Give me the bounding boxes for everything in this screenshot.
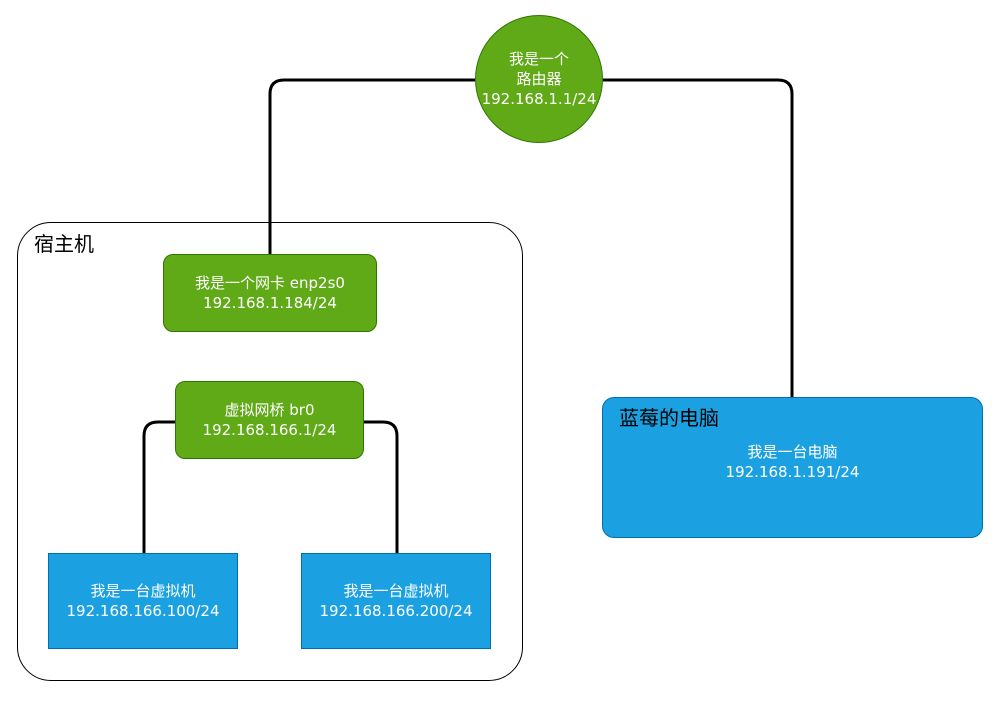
bridge-label: 虚拟网桥 br0 — [224, 401, 315, 419]
wire-router-to-pc — [603, 78, 794, 397]
vm-node-2[interactable]: 我是一台虚拟机 192.168.166.200/24 — [301, 553, 491, 649]
router-node[interactable]: 我是一个 路由器 192.168.1.1/24 — [475, 15, 603, 143]
pc-title: 蓝莓的电脑 — [619, 406, 719, 430]
router-ip: 192.168.1.1/24 — [481, 90, 597, 108]
vm2-ip: 192.168.166.200/24 — [319, 602, 473, 620]
router-label-line1: 我是一个 — [508, 50, 569, 68]
wire-bridge-to-vm1 — [142, 420, 175, 553]
host-machine-container — [17, 222, 523, 681]
vm2-label: 我是一台虚拟机 — [343, 582, 449, 600]
vm-node-1[interactable]: 我是一台虚拟机 192.168.166.100/24 — [48, 553, 238, 649]
nic-enp2s0-node[interactable]: 我是一个网卡 enp2s0 192.168.1.184/24 — [163, 254, 377, 332]
bridge-ip: 192.168.166.1/24 — [202, 421, 337, 439]
pc-node[interactable]: 我是一台电脑 192.168.1.191/24 — [602, 397, 983, 538]
pc-label: 我是一台电脑 — [747, 443, 838, 461]
router-label-line2: 路由器 — [516, 70, 562, 88]
nic-label: 我是一个网卡 enp2s0 — [195, 274, 345, 292]
bridge-br0-node[interactable]: 虚拟网桥 br0 192.168.166.1/24 — [175, 381, 364, 459]
vm1-ip: 192.168.166.100/24 — [66, 602, 220, 620]
wire-router-to-nic — [268, 78, 475, 254]
pc-ip: 192.168.1.191/24 — [725, 463, 860, 481]
nic-ip: 192.168.1.184/24 — [203, 294, 337, 312]
host-machine-title: 宿主机 — [34, 232, 94, 256]
wire-bridge-to-vm2 — [364, 420, 399, 553]
vm1-label: 我是一台虚拟机 — [90, 582, 196, 600]
